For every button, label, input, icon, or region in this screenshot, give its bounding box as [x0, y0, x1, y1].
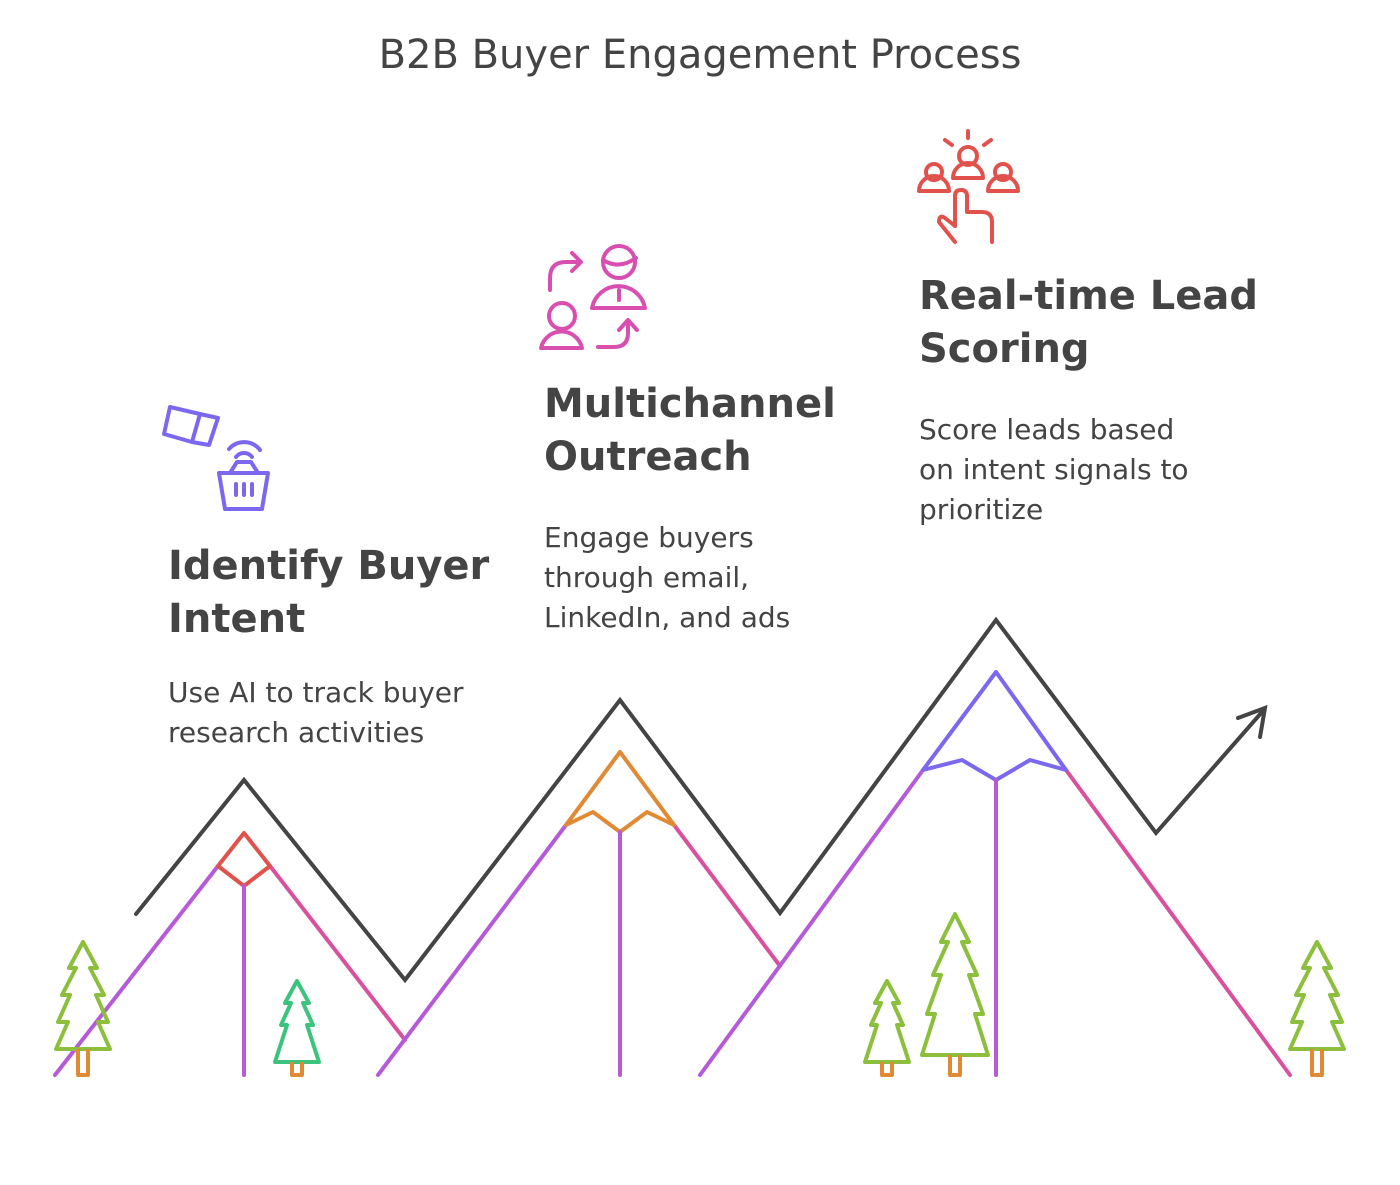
page-title: B2B Buyer Engagement Process: [378, 32, 1022, 78]
mountain-3: [698, 670, 1292, 1077]
step-2-description: Engage buyers through email, LinkedIn, a…: [544, 518, 790, 638]
step-2-desc-line1: Engage buyers: [544, 521, 754, 554]
tree-2: [273, 979, 321, 1077]
people-exchange-icon: [539, 244, 647, 350]
step-2-desc-line3: LinkedIn, and ads: [544, 601, 791, 634]
step-3-description: Score leads based on intent signals to p…: [919, 410, 1189, 530]
tree-3: [863, 979, 911, 1077]
trend-arrow-line: [134, 616, 1268, 984]
tree-1: [54, 940, 112, 1077]
camera-basket-icon: [162, 405, 270, 511]
mountain-1: [53, 831, 407, 1077]
step-2-heading-line1: Multichannel: [544, 381, 836, 427]
tree-5: [1288, 940, 1346, 1077]
mountain-2: [376, 750, 782, 1077]
step-3-heading-line2: Scoring: [919, 326, 1090, 372]
step-1-heading-line1: Identify Buyer: [168, 543, 490, 589]
step-2-desc-line2: through email,: [544, 561, 750, 594]
step-1-desc-line1: Use AI to track buyer: [168, 676, 464, 709]
select-person-icon: [917, 129, 1020, 244]
step-1-description: Use AI to track buyer research activitie…: [168, 673, 464, 753]
step-3-desc-line1: Score leads based: [919, 413, 1175, 446]
step-3-heading: Real-time Lead Scoring: [919, 270, 1258, 376]
tree-4: [920, 912, 990, 1077]
step-1-heading-line2: Intent: [168, 596, 306, 642]
step-3-heading-line1: Real-time Lead: [919, 273, 1259, 319]
step-3-desc-line2: on intent signals to: [919, 453, 1189, 486]
step-2-heading: Multichannel Outreach: [544, 378, 836, 484]
step-1-desc-line2: research activities: [168, 716, 425, 749]
step-2-heading-line2: Outreach: [544, 434, 752, 480]
step-3-desc-line3: prioritize: [919, 493, 1044, 526]
step-1-heading: Identify Buyer Intent: [168, 540, 489, 646]
